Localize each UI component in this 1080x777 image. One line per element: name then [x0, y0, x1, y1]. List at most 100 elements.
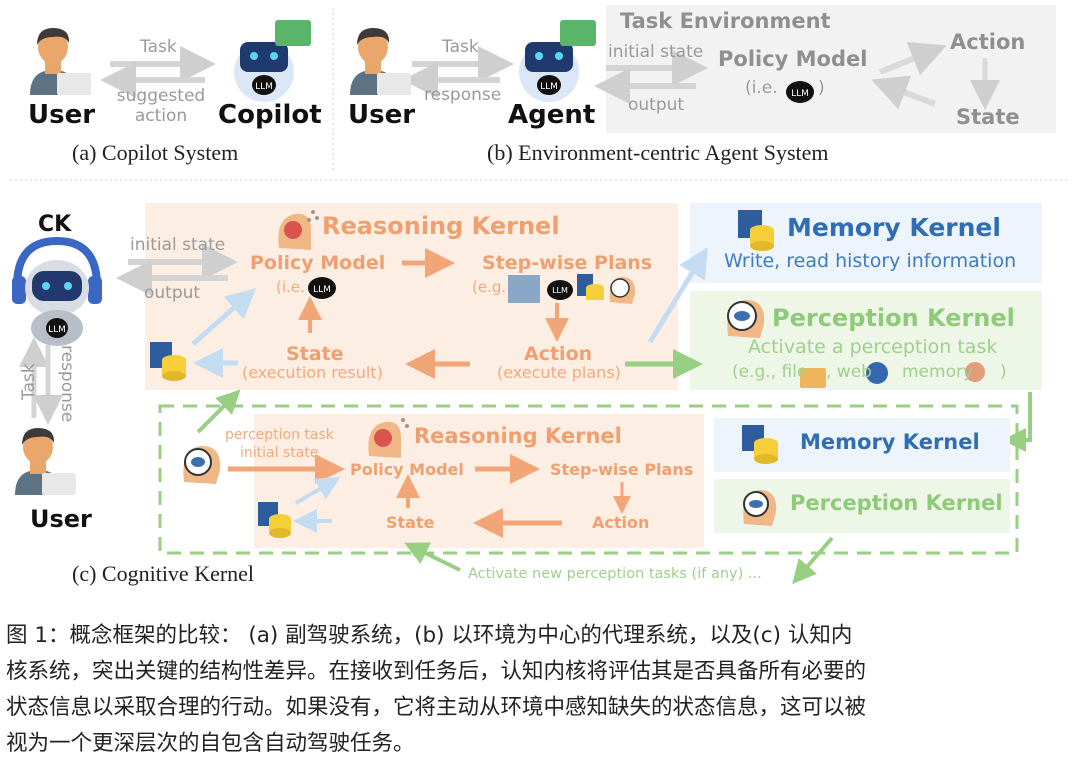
perception-example-file: (e.g., file [732, 362, 808, 382]
memory-kernel-title: Memory Kernel [787, 213, 1001, 242]
action-label: Action [524, 343, 593, 365]
web-globe-icon [866, 362, 888, 384]
inner-memory-kernel-title: Memory Kernel [800, 430, 980, 454]
llm-icon-agent: LLM [540, 82, 558, 92]
response-label-b: response [424, 85, 502, 105]
database-icon-plans [577, 274, 604, 300]
brain-icon [278, 210, 319, 250]
perception-head-icon-inner-left [183, 446, 221, 484]
chat-bubble-icon-b [560, 20, 596, 46]
state-label: State [286, 343, 344, 365]
task-label-a: Task [140, 37, 177, 57]
inner-state-label: State [386, 513, 435, 532]
task-label-c: Task [19, 363, 39, 400]
caption-b: (b) Environment-centric Agent System [487, 140, 829, 165]
perception-head-icon-plans [609, 277, 636, 304]
inner-policy-model-label: Policy Model [350, 460, 464, 479]
user-label-a: User [28, 100, 96, 130]
arrow-activate-new-left [404, 542, 461, 572]
arrow-activate-new-right [792, 536, 834, 585]
memory-brain-icon [965, 362, 985, 382]
database-icon-c [150, 342, 186, 381]
perception-example-memory: memory [902, 362, 974, 382]
inner-reasoning-kernel-title: Reasoning Kernel [414, 424, 622, 448]
database-icon-inner [258, 502, 291, 538]
policy-model-label: Policy Model [250, 252, 386, 274]
policy-model-sub: (i.e. [276, 278, 305, 296]
suggested-label: suggested [116, 86, 206, 106]
copilot-label: Copilot [218, 100, 322, 130]
llm-icon-plans: LLM [547, 280, 573, 300]
user-label-c: User [30, 505, 92, 533]
inner-perception-kernel-title: Perception Kernel [790, 491, 1003, 515]
reasoning-kernel-title: Reasoning Kernel [322, 212, 560, 240]
perception-kernel-title: Perception Kernel [772, 304, 1015, 332]
action-label-b: Action [950, 30, 1026, 54]
policy-model-label-b: Policy Model [718, 47, 868, 71]
deeper-task-box [158, 404, 1019, 555]
llm-icon-pm: LLM [308, 277, 336, 299]
perception-example-close: ) [1000, 362, 1007, 382]
llm-icon-copilot: LLM [255, 82, 273, 92]
ck-robot-icon [12, 236, 102, 346]
svg-text:LLM: LLM [540, 82, 558, 92]
output-label-b: output [628, 95, 685, 115]
database-icon-memory [738, 210, 774, 251]
diagram-canvas: LLM LLM LLM LLM LLM LLM [10, 5, 1070, 585]
step-wise-plans-label: Step-wise Plans [482, 252, 653, 274]
user-icon [30, 28, 91, 95]
perception-head-icon-inner [743, 490, 777, 526]
inner-action-label: Action [592, 513, 650, 532]
policy-model-sub-end-b: ) [818, 78, 825, 98]
perception-kernel-desc: Activate a perception task [748, 336, 998, 358]
step-wise-plans-sub: (e.g. [472, 278, 507, 296]
inner-step-wise-plans-label: Step-wise Plans [550, 460, 694, 479]
llm-icon-env: LLM [786, 81, 814, 103]
initial-state-label-b: initial state [608, 42, 704, 62]
caption-a: (a) Copilot System [72, 140, 239, 165]
user-icon-b [350, 28, 411, 95]
figure-caption-zh: 图 1：概念框架的比较： (a) 副驾驶系统，(b) 以环境为中心的代理系统，以… [6, 618, 1078, 762]
caption-line: 核系统，突出关键的结构性差异。在接收到任务后，认知内核将评估其是否具备所有必要的 [6, 659, 867, 684]
arrow-inner-memory-pm [294, 476, 341, 505]
svg-text:LLM: LLM [552, 286, 568, 295]
arrow-memory-pm [191, 288, 257, 346]
agent-robot-icon [519, 42, 579, 102]
policy-model-sub-b: (i.e. [745, 78, 778, 98]
file-folder-icon [800, 368, 826, 388]
action-sub: (execute plans) [497, 363, 621, 382]
task-label-b: Task [442, 37, 479, 57]
agent-label: Agent [508, 100, 596, 130]
state-sub: (execution result) [242, 363, 383, 382]
svg-text:LLM: LLM [313, 285, 331, 295]
arrow-state-pm-b [871, 75, 937, 110]
caption-line: 图 1：概念框架的比较： (a) 副驾驶系统，(b) 以环境为中心的代理系统，以… [6, 623, 853, 648]
caption-line: 视为一个更深层次的自包含自动驾驶任务。 [6, 731, 415, 756]
copilot-robot-icon [234, 42, 294, 102]
code-window-icon [508, 275, 540, 303]
suggested-action-label: suggested action [116, 86, 206, 126]
svg-text:LLM: LLM [255, 82, 273, 92]
brain-icon-inner [368, 418, 409, 458]
caption-line: 状态信息以采取合理的行动。如果没有，它将主动从环境中感知缺失的状态信息，这可以被 [6, 695, 867, 720]
svg-text:LLM: LLM [48, 325, 66, 335]
state-label-b: State [956, 105, 1020, 129]
inner-perception-task-label: perception task [225, 427, 334, 443]
output-label-c: output [144, 283, 201, 303]
svg-text:LLM: LLM [791, 89, 809, 99]
initial-state-label-c: initial state [130, 235, 226, 255]
arrow-perception-to-inner [1002, 392, 1032, 452]
user-icon-c [15, 428, 76, 495]
task-environment-title: Task Environment [620, 9, 831, 33]
ck-label: CK [38, 212, 72, 237]
arrow-pm-action-b [878, 41, 947, 76]
user-label-b: User [348, 100, 416, 130]
response-label-c: response [57, 345, 77, 423]
action-label: action [134, 105, 188, 126]
activate-new-perception-label: Activate new perception tasks (if any) .… [468, 566, 762, 582]
database-icon-inner-memory [742, 425, 778, 464]
caption-c: (c) Cognitive Kernel [72, 561, 255, 586]
inner-initial-state-label: initial state [240, 445, 319, 461]
chat-bubble-icon [275, 20, 311, 46]
arrow-to-memory-kernel [647, 247, 708, 344]
